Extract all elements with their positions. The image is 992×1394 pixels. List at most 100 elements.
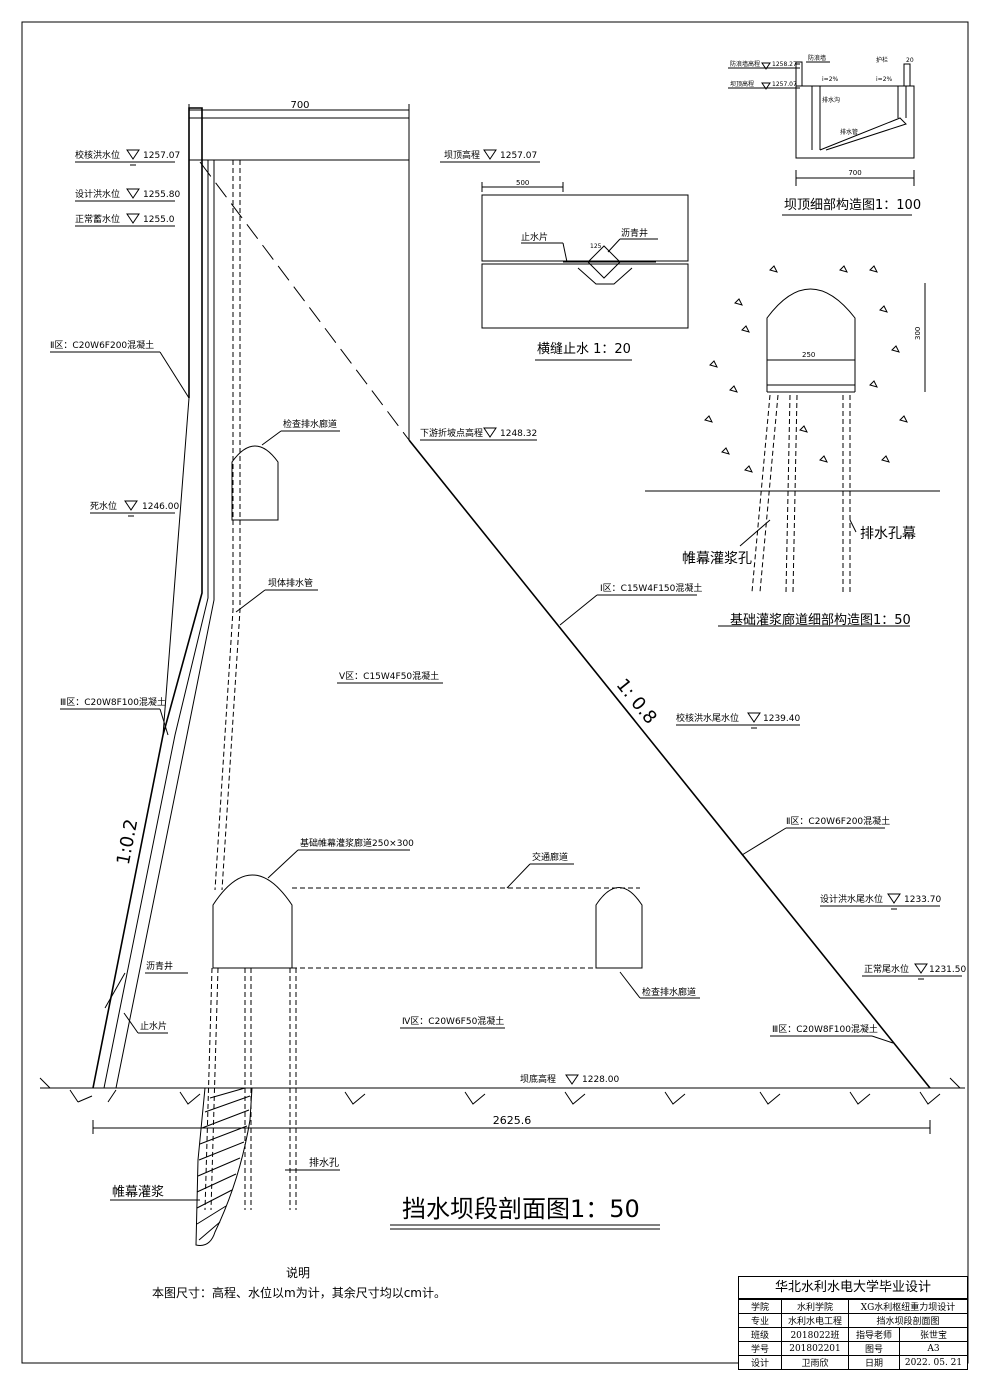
traffic-gallery-label: 交通廊道 <box>532 851 568 863</box>
main-title: 挡水坝段剖面图1：50 <box>402 1195 640 1223</box>
joint-waterstop-label: 止水片 <box>521 231 548 243</box>
check-tail-value: 1239.40 <box>763 714 800 724</box>
inspection-gallery-top <box>231 445 279 521</box>
gallery-detail-title: 基础灌浆廊道细部构造图1：50 <box>730 612 911 628</box>
design-flood-label: 设计洪水位 <box>75 188 120 200</box>
normal-tail-value: 1231.50 <box>929 965 966 975</box>
tb-r3-c4: 张世宝 <box>899 1327 968 1342</box>
tb-r3-c1: 班级 <box>738 1327 782 1342</box>
design-flood-value: 1255.80 <box>143 190 180 200</box>
joint-asphalt-label: 沥青井 <box>621 227 648 239</box>
joint-detail-title: 横缝止水 1：20 <box>537 342 631 357</box>
asphalt-well-label: 沥青井 <box>146 960 173 972</box>
design-tail-value: 1233.70 <box>904 895 941 905</box>
inspect-gallery-top-label: 检查排水廊道 <box>283 418 337 430</box>
zone1-label: Ⅰ区：C15W4F150混凝土 <box>600 582 702 594</box>
zone3-down-label: Ⅲ区：C20W8F100混凝土 <box>772 1023 878 1035</box>
zone3-up-label: Ⅲ区：C20W8F100混凝土 <box>60 696 166 708</box>
base-label: 坝底高程 <box>520 1073 556 1085</box>
grout-hole-label: 帷幕灌浆孔 <box>682 551 752 567</box>
notes-heading: 说明 <box>286 1265 310 1280</box>
tb-r2-c1: 专业 <box>738 1313 782 1328</box>
joint-small-dim: 125 <box>590 243 602 250</box>
traffic-gallery <box>292 887 640 969</box>
holes <box>204 967 297 1211</box>
drawing-frame <box>21 21 969 1364</box>
tb-r2-c2: 水利水电工程 <box>781 1313 849 1328</box>
normal-tail-label: 正常尾水位 <box>864 963 909 975</box>
zone2-down-label: Ⅱ区：C20W6F200混凝土 <box>786 815 890 827</box>
slope2-label: i=2% <box>876 76 893 83</box>
gallery-height: 300 <box>914 327 922 340</box>
title-block-header: 华北水利水电大学毕业设计 <box>738 1276 968 1299</box>
dim-base-value: 2625.6 <box>493 1114 532 1127</box>
crest-detail: 700 20 防浪墙高程 1258.27 坝顶高程 1257.07 防浪墙 护栏… <box>728 54 921 216</box>
drain-curtain-label: 排水孔幕 <box>860 526 916 542</box>
grout-gallery <box>212 874 293 969</box>
component-labels: 检查排水廊道 坝体排水管 基础帷幕灌浆廊道250×300 交通廊道 检查排水廊道… <box>104 418 700 1201</box>
check-flood-label: 校核洪水位 <box>75 149 120 161</box>
tb-r1-c2: 水利学院 <box>781 1299 849 1314</box>
ds-break-label: 下游折坡点高程 <box>420 427 483 439</box>
railing-label: 护栏 <box>876 56 888 64</box>
gallery-width: 250 <box>802 351 815 359</box>
inspect-gallery-bottom-label: 检查排水廊道 <box>642 986 696 998</box>
curtain-grout-label: 帷幕灌浆 <box>112 1185 164 1200</box>
zone5-label: Ⅴ区：C15W4F50混凝土 <box>339 670 439 682</box>
gutter-label: 排水沟 <box>822 96 840 104</box>
waterstop-label: 止水片 <box>140 1020 167 1032</box>
base-value: 1228.00 <box>582 1075 619 1085</box>
tb-r4-c3: 图号 <box>848 1341 900 1356</box>
tb-r4-c4: A3 <box>899 1341 968 1356</box>
zone2-up-label: Ⅱ区：C20W6F200混凝土 <box>50 339 154 351</box>
drain-pipe-label: 坝体排水管 <box>268 577 313 589</box>
tb-r3-c2: 2018022班 <box>781 1327 849 1342</box>
dead-water-value: 1246.00 <box>142 502 179 512</box>
wave-wall-label: 防浪墙 <box>808 54 826 62</box>
normal-pool-label: 正常蓄水位 <box>75 213 120 225</box>
tb-r5-c1: 设计 <box>738 1355 782 1370</box>
normal-pool-value: 1255.0 <box>143 215 175 225</box>
ds-break-value: 1248.32 <box>500 429 537 439</box>
drain-hole-label: 排水孔 <box>309 1156 339 1169</box>
tb-r1-c1: 学院 <box>738 1299 782 1314</box>
pipe-label: 排水管 <box>840 128 858 136</box>
tb-r1-c3: XG水利枢纽重力坝设计 <box>848 1299 968 1314</box>
curtain-grout-zone <box>195 1087 253 1246</box>
tb-r5-c2: 卫雨欣 <box>781 1355 849 1370</box>
crest-dim: 700 <box>848 169 861 177</box>
dim-base: 2625.6 <box>92 1114 931 1134</box>
inspection-gallery-bottom <box>595 887 643 969</box>
crest-detail-value: 1257.07 <box>772 81 797 88</box>
dam-section <box>40 107 965 1089</box>
crest-detail-label: 坝顶高程 <box>730 80 754 88</box>
tb-r3-c3: 指导老师 <box>848 1327 900 1342</box>
crest-label: 坝顶高程 <box>444 149 480 161</box>
dim-top-value: 700 <box>290 100 309 111</box>
tb-r5-c3: 日期 <box>848 1355 900 1370</box>
wave-wall-top-label: 防浪墙高程 <box>730 60 760 68</box>
zone4-label: Ⅳ区：C20W6F50混凝土 <box>402 1015 504 1027</box>
level-markers: 校核洪水位 1257.07 设计洪水位 1255.80 正常蓄水位 1255.0… <box>75 149 966 1085</box>
tb-r2-c3: 挡水坝段剖面图 <box>848 1313 968 1328</box>
joint-detail: 500 止水片 沥青井 125 横缝止水 1：20 <box>481 179 689 361</box>
crest-detail-title: 坝顶细部构造图1：100 <box>784 198 921 213</box>
design-tail-label: 设计洪水尾水位 <box>820 893 883 905</box>
notes-text: 本图尺寸：高程、水位以m为计，其余尺寸均以cm计。 <box>152 1285 446 1300</box>
crest-value: 1257.07 <box>500 151 537 161</box>
zone-labels: Ⅱ区：C20W6F200混凝土 Ⅲ区：C20W8F100混凝土 Ⅰ区：C15W4… <box>50 339 894 1044</box>
joint-dim: 500 <box>516 179 529 187</box>
check-tail-label: 校核洪水尾水位 <box>676 712 739 724</box>
tb-r4-c1: 学号 <box>738 1341 782 1356</box>
slope1-label: i=2% <box>822 76 839 83</box>
tb-r4-c2: 201802201 <box>781 1341 849 1356</box>
grout-gallery-label: 基础帷幕灌浆廊道250×300 <box>300 837 414 849</box>
gallery-detail: 250 300 排水孔幕 帷幕灌浆孔 基础灌浆廊道细部构造图1：50 <box>645 265 940 628</box>
ground-hatch <box>39 1077 961 1105</box>
wave-wall-top-value: 1258.27 <box>772 61 797 68</box>
title-block: 学院 水利学院 XG水利枢纽重力坝设计 专业 水利水电工程 挡水坝段剖面图 班级… <box>738 1299 968 1370</box>
tb-r5-c4: 2022. 05. 21 <box>899 1355 968 1370</box>
check-flood-value: 1257.07 <box>143 151 180 161</box>
dim-top: 700 <box>188 100 410 118</box>
